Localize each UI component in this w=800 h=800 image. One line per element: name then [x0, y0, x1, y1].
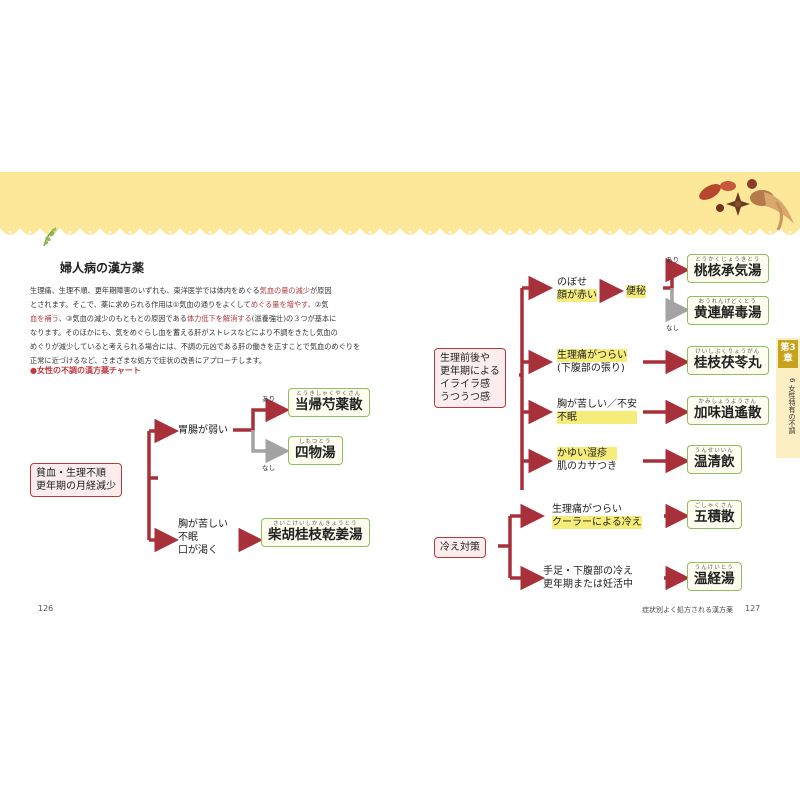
no-label: なし [666, 324, 679, 332]
page-number-left: 126 [38, 604, 54, 613]
condition-weak-stomach: 胃腸が弱い [178, 425, 228, 436]
yes-label: あり [262, 395, 275, 403]
remedy-shimotsuto: しもつとう四物湯 [288, 436, 343, 465]
page-title: 婦人病の漢方薬 [60, 261, 145, 275]
chart-subheading: ●女性の不調の漢方薬チャート [30, 366, 141, 375]
herb-leaf-icon [43, 227, 57, 247]
remedy-oren-gedokuto: おうれんげどくとう黄連解毒湯 [687, 296, 769, 325]
dried-herbs-icon [699, 179, 794, 231]
running-title: 症状別よく処方される漢方薬 [642, 606, 733, 614]
remedy-unseiin: うんせいいん温清飲 [687, 445, 742, 474]
root-box-chill: 冷え対策 [434, 537, 486, 558]
no-label: なし [262, 464, 275, 472]
condition-cold-extremities: 手足・下腹部の冷え更年期または妊活中 [543, 566, 633, 590]
remedy-kami-shoyosan: かみしょうようさん加味逍遙散 [687, 396, 769, 425]
condition-period-pain: 生理痛がつらい(下腹部の張り) [557, 349, 627, 374]
body-line: とされます。そこで、薬に求められる作用は①気血の通りをよくしてめぐる量を増やす、… [30, 300, 329, 309]
root-box-anemia: 貧血・生理不順 更年期の月経減少 [30, 463, 122, 497]
chapter-section: 6 女性特有の不調 [788, 378, 796, 434]
condition-chest-tightness: 胸が苦しい不眠口が渇く [178, 519, 228, 556]
root-line: 貧血・生理不順 [36, 468, 106, 479]
condition-hot-flush: のぼせ顔が赤い [557, 277, 597, 302]
remedy-toki-shakuyakusan: とうきしゃくやくさん当帰芍薬散 [288, 388, 370, 417]
body-line: 正常に近づけるなど、さまざまな処方で症状の改善にアプローチします。 [30, 356, 267, 365]
remedy-tokaku-jokito: とうかくじょうきとう桃核承気湯 [687, 254, 769, 283]
condition-constipation: 便秘 [626, 285, 646, 298]
body-line: なります。そのほかにも、気をめぐらし血を蓄える肝がストレスなどにより不調をきたし… [30, 328, 338, 337]
remedy-unkeito: うんけいとう温経湯 [687, 562, 742, 591]
header-band [0, 172, 800, 235]
condition-itchy-rash: かゆい湿疹肌のカサつき [557, 447, 617, 472]
root-line: 更年期の月経減少 [36, 481, 116, 492]
chapter-number: 第3章 [778, 340, 798, 368]
condition-aircon-chill: 生理痛がつらいクーラーによる冷え [552, 504, 642, 529]
body-line: 生理痛、生理不順、更年期障害のいずれも、東洋医学では体内をめぐる気血の量の減少が… [30, 286, 332, 295]
root-box-irritation: 生理前後や更年期によるイライラ感うつうつ感 [434, 348, 506, 408]
remedy-saiko-keishi-kankyoto: さいこけいしかんきょうとう柴胡桂枝乾姜湯 [261, 518, 370, 547]
remedy-goshakusan: ごしゃくさん五積散 [687, 500, 742, 529]
body-paragraph: 生理痛、生理不順、更年期障害のいずれも、東洋医学では体内をめぐる気血の量の減少が… [30, 284, 388, 368]
condition-anxiety: 胸が苦しい／不安不眠 [557, 399, 637, 424]
body-line: めぐりが減少していると考えられる場合には、不調の元凶である肝の働きを正すことで気… [30, 342, 361, 351]
yes-label: あり [666, 256, 679, 264]
body-line: 血を補う、③気血の減少のもともとの原因である体力低下を解消する(滋養強壮)の３つ… [30, 314, 337, 323]
page-number-right: 127 [745, 604, 761, 613]
remedy-keishi-bukuryogan: けいしぶくりょうがん桂枝茯苓丸 [687, 346, 769, 375]
